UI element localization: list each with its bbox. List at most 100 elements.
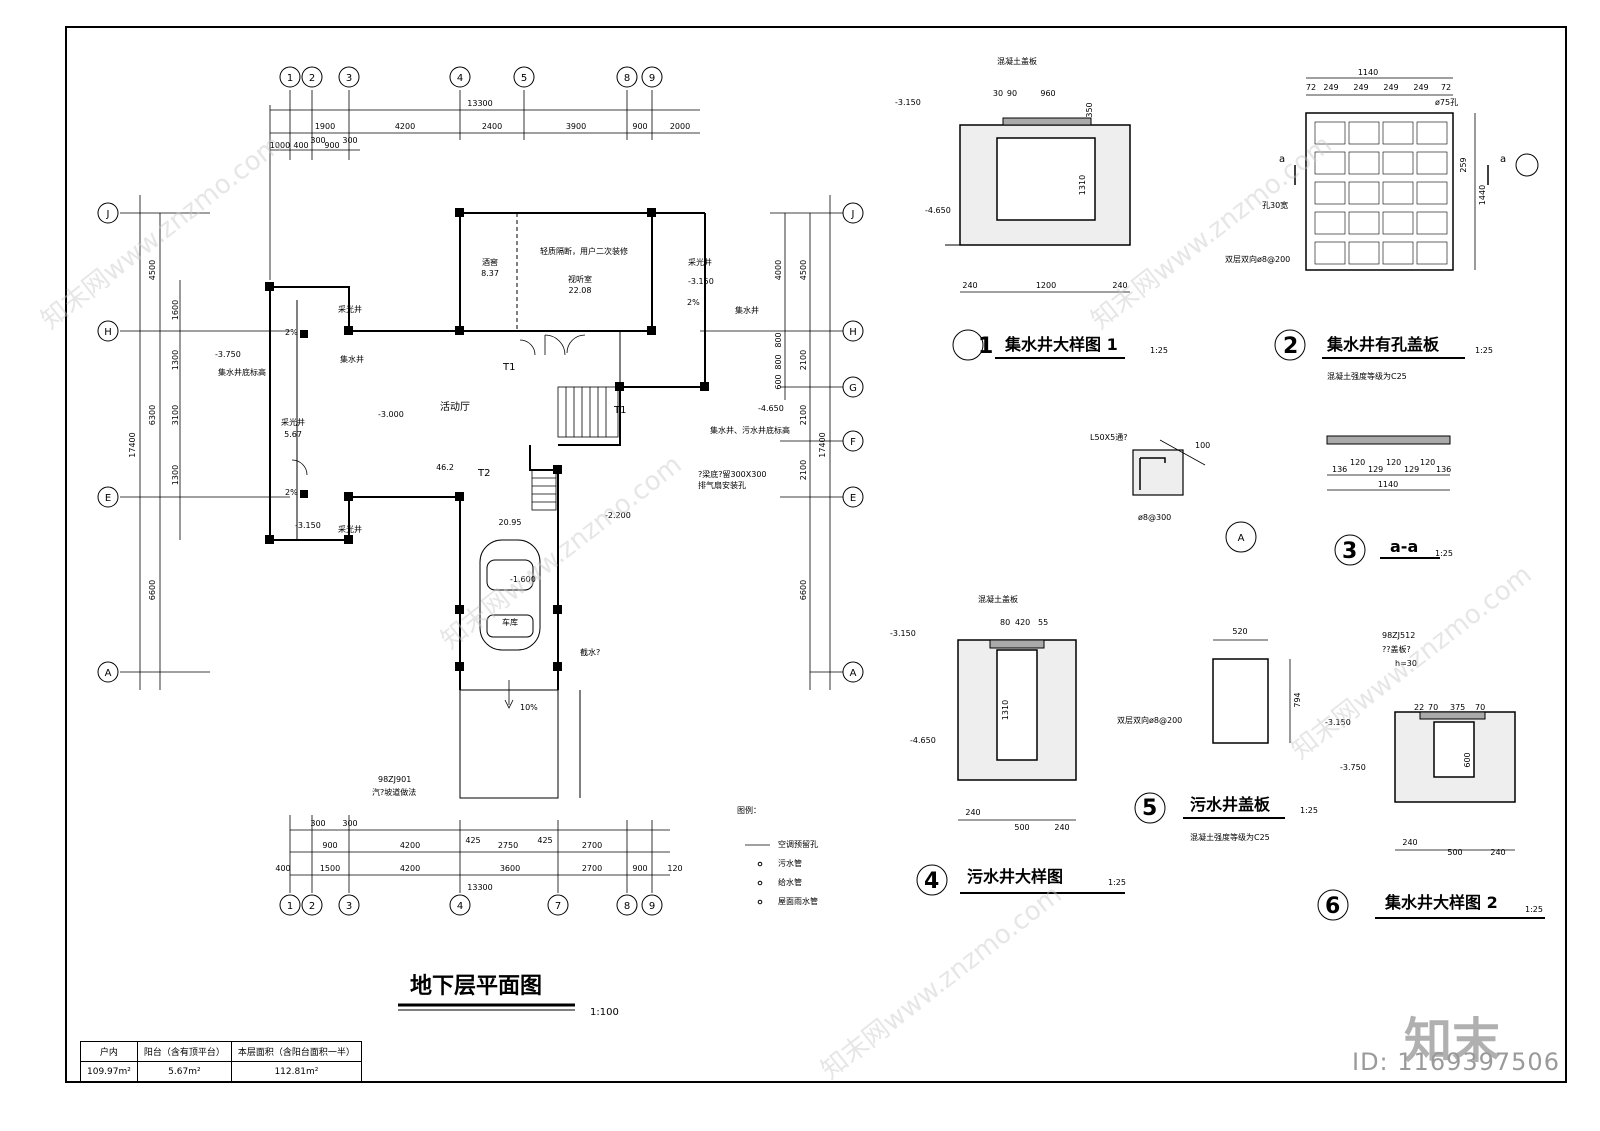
room-lightwell-area: 5.67 [284,430,302,439]
area-table: 户内 阳台（含有顶平台） 本层面积（含阳台面积一半） 109.97m² 5.67… [80,1041,362,1082]
dim-bot-r2-6: 2700 [582,841,602,850]
dim-left-in-1: 1600 [171,300,180,320]
axis-left-J: J [106,209,110,220]
room-av: 视听室 [568,274,592,284]
detail-3-section-aa: 136 120 129 120 129 120 136 1140 3 a-a 1… [1326,435,1453,566]
dim-right-in-1: 4000 [774,260,783,280]
dim-top-total: 13300 [467,99,492,108]
dA-dim-1: 100 [1195,441,1210,450]
watermark-1: 知末网www.znzmo.com [36,130,288,336]
dim-top-5: 900 [632,122,647,131]
axis-bot-3: 3 [346,901,352,912]
axis-bot-2: 2 [309,901,315,912]
legend-item-water: 给水管 [778,877,802,887]
d2-scale: 1:25 [1475,346,1493,355]
d1-dim-5: 1310 [1078,175,1087,195]
label-slope-2a: 2% [285,328,298,337]
d6-scale: 1:25 [1525,905,1543,914]
d2-dim-7: 259 [1459,157,1468,172]
detail-4-sewage-well: 240 500 240 80 420 55 1310 -3.150 -4.650… [890,594,1126,896]
d1-dim-6: 30 [993,89,1003,98]
d6-num: 6 [1325,894,1340,919]
d6-elev-2: -3.750 [1340,763,1366,772]
dimension-texts: 13300 1900 4200 2400 3900 900 2000 1000 … [128,99,827,892]
elev-7: -3.150 [295,521,321,530]
label-sump-note: 集水井底标高 [218,367,266,377]
d2-dim-4: 249 [1383,83,1398,92]
d6-title: 集水井大样图 2 [1384,893,1498,912]
label-light-well-bottom: 采光井 [338,524,362,534]
dim-left-in-2: 1300 [171,350,180,370]
axis-bot-1: 1 [287,901,293,912]
dim-bot-r3-7: 120 [667,864,682,873]
dim-left-2: 6300 [148,405,157,425]
dim-left-total: 17400 [128,432,137,457]
watermark-3: 知末网www.znzmo.com [816,880,1068,1086]
d4-dim-4: 80 [1000,618,1010,627]
dim-bot-r3-5: 2700 [582,864,602,873]
d3-dim-7: 136 [1436,465,1451,474]
d2-dim-1: 72 [1306,83,1316,92]
dim-right-3: 2100 [799,405,808,425]
dim-right-in-3: 800 [774,354,783,369]
label-ramp: 汽?坡道做法 [372,787,416,797]
elevation-marks: -3.750 -3.000 -3.150 -4.650 -2.200 -1.60… [215,277,784,584]
d4-elev-1: -3.150 [890,629,916,638]
basement-floor-plan: 13300 1900 4200 2400 3900 900 2000 1000 … [97,66,864,1018]
dim-bot-r1-1: 300 [310,819,325,828]
axis-top-3: 3 [346,73,352,84]
dim-bot-r2-5: 425 [537,836,552,845]
doors [291,334,586,476]
watermark-2: 知末网www.znzmo.com [436,450,688,656]
legend-symbol-sewage [757,861,763,867]
d4-scale: 1:25 [1108,878,1126,887]
d3-dim-1: 136 [1332,465,1347,474]
d3-dim-6: 120 [1420,458,1435,467]
axis-bot-4: 4 [457,901,463,912]
d1-note: 混凝土盖板 [997,56,1037,66]
dim-bot-r3-2: 1500 [320,864,340,873]
dim-bot-total: 13300 [467,883,492,892]
axis-bot-7: 7 [555,901,561,912]
d3-num: 3 [1342,539,1357,564]
d5-dim-1: 520 [1232,627,1247,636]
label-light-well-right: 采光井 [688,257,712,267]
dim-bot-r2-1: 900 [322,841,337,850]
room-hall-area: 46.2 [436,463,454,472]
label-sump-right: 集水井 [735,305,759,315]
d4-dim-2: 500 [1014,823,1029,832]
dim-bot-r2-3: 425 [465,836,480,845]
d4-note: 混凝土盖板 [978,594,1018,604]
d1-scale: 1:25 [1150,346,1168,355]
dimension-lines-top [269,90,700,280]
dim-right-5: 6600 [799,580,808,600]
axis-bot-9: 9 [649,901,655,912]
legend-item-ac: 空调预留孔 [778,839,818,849]
dim-top-r2-3: 300 [310,136,325,145]
dim-bot-r1-2: 300 [342,819,357,828]
dim-top-r2-2: 400 [293,141,308,150]
d1-dim-2: 1200 [1036,281,1056,290]
label-slope-2c: 2% [687,298,700,307]
d3-dim-3: 129 [1368,465,1383,474]
d2-section-a-left: a [1279,154,1285,165]
area-table-header: 户内 阳台（含有顶平台） 本层面积（含阳台面积一半） [80,1041,362,1062]
dA-dim-2: ø8@300 [1138,513,1171,522]
elev-6: -1.600 [510,575,536,584]
axis-bubbles-bottom [279,894,663,916]
car-symbol [479,539,541,651]
d2-note: 混凝土强度等级为C25 [1327,371,1407,381]
dim-top-r2-5: 300 [342,136,357,145]
room-garage: 车库 [502,617,518,627]
d2-plate [1305,112,1454,271]
watermark-logo: 知末 [1404,1013,1501,1069]
d1-title: 集水井大样图 1 [1004,335,1118,354]
d5-rebar: 双层双向ø8@200 [1117,715,1182,725]
dim-top-r2-1: 1000 [270,141,290,150]
d1-dim-3: 240 [1112,281,1127,290]
dA-num: A [1238,533,1245,544]
d4-dim-6: 55 [1038,618,1048,627]
d2-hole: ø75孔 [1435,98,1458,107]
axis-left-A: A [105,668,112,679]
d2-title: 集水井有孔盖板 [1326,335,1440,354]
